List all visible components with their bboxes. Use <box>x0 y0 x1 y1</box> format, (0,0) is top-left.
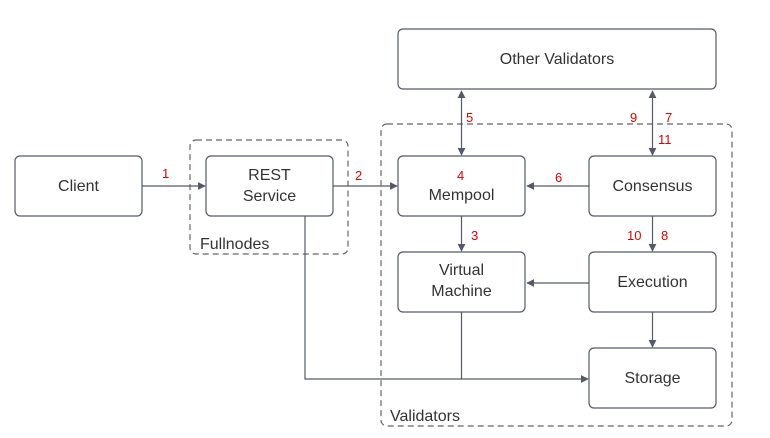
step-label-9: 9 <box>630 110 637 125</box>
other-validators-label: Other Validators <box>500 51 614 68</box>
step-label-4: 4 <box>457 168 464 183</box>
step-label-2: 2 <box>355 168 362 183</box>
fullnodes-label: Fullnodes <box>200 236 269 253</box>
storage-label: Storage <box>624 370 680 387</box>
step-label-11: 11 <box>658 132 672 147</box>
step-label-10: 10 <box>627 228 641 243</box>
virtual-machine-label-line2: Machine <box>431 283 492 300</box>
rest-service-box <box>205 155 334 217</box>
rest-service-label-line2: Service <box>243 188 296 205</box>
step-label-8: 8 <box>661 228 668 243</box>
step-label-5: 5 <box>466 110 473 125</box>
execution-label: Execution <box>617 274 687 291</box>
virtual-machine-box <box>397 251 526 313</box>
step-label-3: 3 <box>471 228 478 243</box>
step-label-6: 6 <box>555 170 562 185</box>
fullnodes-group <box>189 139 349 255</box>
rest-service-label-line1: REST <box>248 167 291 184</box>
mempool-label: Mempool <box>429 187 495 204</box>
client-label: Client <box>58 178 99 195</box>
validators-group <box>380 123 733 427</box>
other-validators-box <box>397 28 717 90</box>
virtual-machine-label-line1: Virtual <box>439 262 484 279</box>
consensus-label: Consensus <box>612 178 692 195</box>
storage-box <box>588 347 717 409</box>
validators-label: Validators <box>390 408 460 425</box>
arrow-rest-to-storage <box>304 216 589 383</box>
mempool-box <box>397 155 526 217</box>
step-label-7: 7 <box>665 110 672 125</box>
step-label-1: 1 <box>162 166 169 181</box>
